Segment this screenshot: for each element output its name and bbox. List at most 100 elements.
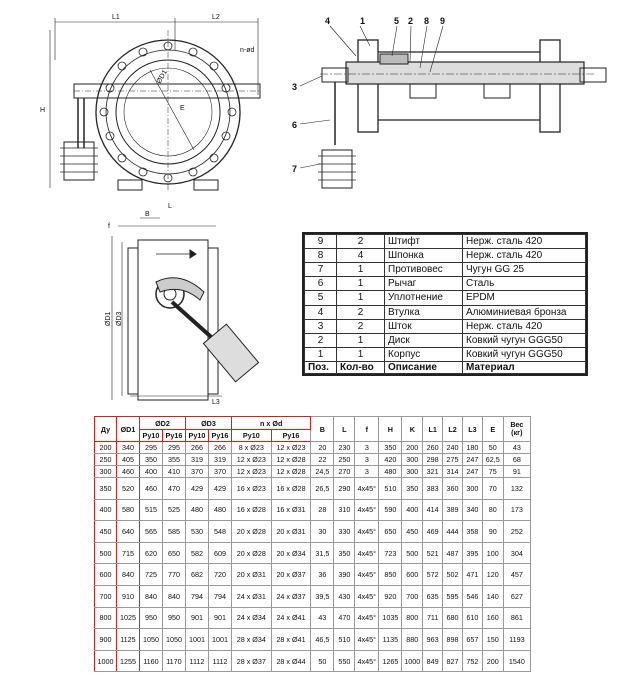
part-material: Ковкий чугун GGG50 xyxy=(462,332,586,348)
callout-6: 6 xyxy=(292,120,297,130)
spec-cell: 370 xyxy=(207,465,232,478)
spec-cell: 200 xyxy=(401,441,424,454)
label-l1: L1 xyxy=(112,14,120,21)
spec-cell: 469 xyxy=(422,520,444,543)
spec-cell: 4x45° xyxy=(354,541,380,565)
spec-cell: 723 xyxy=(378,541,403,565)
spec-cell: 1025 xyxy=(115,606,140,630)
part-qty: 1 xyxy=(336,262,385,278)
spec-cell: 28 x Ø34 xyxy=(230,628,272,651)
spec-cell: 31,5 xyxy=(310,541,335,565)
spec-cell: 405 xyxy=(115,453,140,466)
spec-cell: 360 xyxy=(442,477,463,500)
callout-4: 4 xyxy=(325,16,330,26)
spec-cell: 300 xyxy=(401,453,424,466)
side-view-drawing xyxy=(49,18,261,192)
spec-cell: 900 xyxy=(94,628,117,651)
spec-cell: 794 xyxy=(207,584,232,608)
spec-cell: 546 xyxy=(461,584,483,608)
spec-cell: 657 xyxy=(461,628,483,651)
spec-cell: 1112 xyxy=(184,649,209,673)
spec-cell: 20 x Ø28 xyxy=(230,520,272,543)
spec-cell: 4x45° xyxy=(354,477,380,500)
spec-cell: 12 x Ø23 xyxy=(230,465,272,478)
part-material: Сталь xyxy=(462,276,586,292)
label-l: L xyxy=(168,203,172,210)
spec-header-row-1: Ду ØD1 ØD2 ØD3 n x Ød B L f H K L1 L2 L3… xyxy=(94,416,532,442)
part-desc: Шпонка xyxy=(384,248,463,264)
spec-cell: 898 xyxy=(442,628,463,651)
spec-cell: 800 xyxy=(94,606,117,630)
spec-cell: 510 xyxy=(378,477,403,500)
spec-cell: 1170 xyxy=(161,649,186,673)
spec-header-d2: ØD2 xyxy=(138,416,186,430)
spec-header-l3: L3 xyxy=(461,416,483,442)
spec-cell: 827 xyxy=(442,649,463,673)
spec-cell: 429 xyxy=(184,477,209,500)
spec-cell: 28 xyxy=(310,498,335,522)
spec-cell: 90 xyxy=(481,520,504,543)
label-front-d3: ØD3 xyxy=(116,312,123,327)
spec-cell: 8 x Ø23 xyxy=(230,441,272,454)
spec-cell: 383 xyxy=(422,477,444,500)
spec-cell: 91 xyxy=(502,465,532,478)
part-pos: 9 xyxy=(304,233,337,250)
part-qty: 1 xyxy=(336,290,385,306)
spec-cell: 1035 xyxy=(378,606,403,630)
spec-cell: 120 xyxy=(481,563,504,586)
spec-header-d3: ØD3 xyxy=(184,416,232,430)
spec-cell: 582 xyxy=(184,541,209,565)
spec-cell: 635 xyxy=(422,584,444,608)
spec-header-l2: L2 xyxy=(442,416,463,442)
spec-cell: 260 xyxy=(422,441,444,454)
spec-cell: 30 xyxy=(310,520,335,543)
spec-cell: 840 xyxy=(138,584,163,608)
spec-cell: 43 xyxy=(502,441,532,454)
callout-9: 9 xyxy=(440,16,445,26)
spec-cell: 4x45° xyxy=(354,628,380,651)
spec-subheader-ry10: Ру10 xyxy=(184,429,209,442)
part-material: EPDM xyxy=(462,290,586,306)
spec-cell: 1050 xyxy=(161,628,186,651)
spec-cell: 520 xyxy=(115,477,140,500)
spec-cell: 100 xyxy=(481,541,504,565)
spec-cell: 471 xyxy=(461,563,483,586)
spec-cell: 300 xyxy=(401,465,424,478)
spec-cell: 502 xyxy=(442,563,463,586)
spec-cell: 350 xyxy=(333,541,356,565)
spec-cell: 530 xyxy=(184,520,209,543)
part-pos: 4 xyxy=(304,304,337,320)
spec-cell: 12 x Ø23 xyxy=(230,453,272,466)
spec-cell: 550 xyxy=(333,649,356,673)
spec-cell: 600 xyxy=(94,563,117,586)
spec-cell: 24 x Ø31 xyxy=(230,584,272,608)
spec-cell: 1265 xyxy=(378,649,403,673)
spec-cell: 200 xyxy=(94,441,117,454)
spec-cell: 46,5 xyxy=(310,628,335,651)
spec-cell: 470 xyxy=(161,477,186,500)
part-qty: 2 xyxy=(336,304,385,320)
part-material: Нерж. сталь 420 xyxy=(462,248,586,264)
spec-cell: 132 xyxy=(502,477,532,500)
spec-cell: 640 xyxy=(115,520,140,543)
parts-header-pos: Поз. xyxy=(304,361,337,374)
part-qty: 2 xyxy=(336,318,385,334)
spec-cell: 275 xyxy=(442,453,463,466)
spec-cell: 610 xyxy=(461,606,483,630)
spec-cell: 650 xyxy=(378,520,403,543)
spec-cell: 650 xyxy=(161,541,186,565)
spec-cell: 250 xyxy=(94,453,117,466)
spec-header-nxd: n x Ød xyxy=(230,416,312,430)
spec-cell: 500 xyxy=(401,541,424,565)
spec-cell: 950 xyxy=(161,606,186,630)
spec-cell: 390 xyxy=(333,563,356,586)
